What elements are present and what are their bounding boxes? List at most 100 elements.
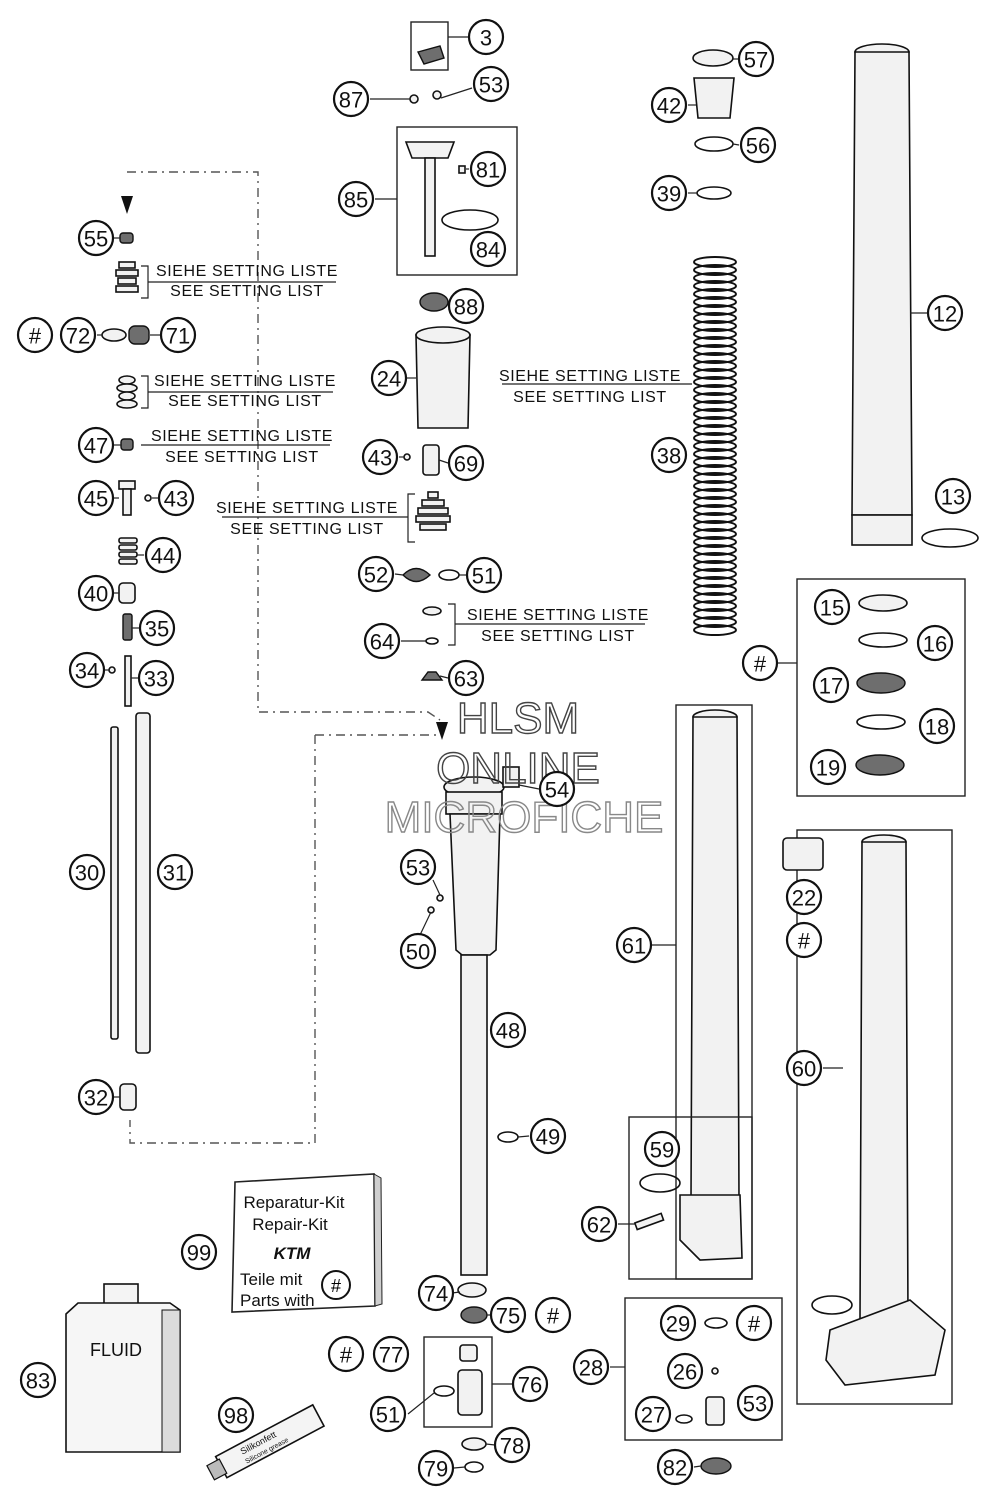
callout-c52[interactable]: 52 bbox=[357, 555, 395, 593]
part-17 bbox=[856, 672, 906, 694]
callout-c48[interactable]: 48 bbox=[489, 1011, 527, 1049]
callout-c55[interactable]: 55 bbox=[77, 219, 115, 257]
callout-c64[interactable]: 64 bbox=[363, 622, 401, 660]
callout-c29h[interactable]: # bbox=[735, 1304, 773, 1342]
callout-c3[interactable]: 3 bbox=[467, 18, 505, 56]
callout-c32[interactable]: 32 bbox=[77, 1078, 115, 1116]
part-85-cap bbox=[404, 141, 456, 159]
callout-c27[interactable]: 27 bbox=[634, 1395, 672, 1433]
setting-note-1: SIEHE SETTING LISTE SEE SETTING LIST bbox=[141, 263, 337, 300]
callout-c75[interactable]: 75 bbox=[489, 1296, 527, 1334]
callout-c85[interactable]: 85 bbox=[337, 180, 375, 218]
spring-coil bbox=[693, 352, 737, 364]
callout-c30[interactable]: 30 bbox=[68, 853, 106, 891]
callout-c98[interactable]: 98 bbox=[217, 1396, 255, 1434]
callout-c38[interactable]: 38 bbox=[650, 436, 688, 474]
callout-c72h[interactable]: # bbox=[16, 316, 54, 354]
kit-line-2: Repair-Kit bbox=[252, 1215, 328, 1234]
callout-label: 22 bbox=[792, 886, 816, 911]
callout-c56[interactable]: 56 bbox=[739, 126, 777, 164]
callout-c51b[interactable]: 51 bbox=[369, 1395, 407, 1433]
callout-c63[interactable]: 63 bbox=[447, 659, 485, 697]
callout-c84[interactable]: 84 bbox=[469, 230, 507, 268]
callout-c57[interactable]: 57 bbox=[737, 40, 775, 78]
callout-c74[interactable]: 74 bbox=[417, 1274, 455, 1312]
setting-notes: SIEHE SETTING LISTE SEE SETTING LIST SIE… bbox=[141, 263, 692, 646]
callout-c79[interactable]: 79 bbox=[417, 1449, 455, 1487]
callout-c22[interactable]: 22 bbox=[785, 878, 823, 916]
callout-c19[interactable]: 19 bbox=[809, 748, 847, 786]
callout-c49[interactable]: 49 bbox=[529, 1117, 567, 1155]
callout-c83[interactable]: 83 bbox=[19, 1361, 57, 1399]
callout-c75h[interactable]: # bbox=[534, 1296, 572, 1334]
callout-c81[interactable]: 81 bbox=[469, 150, 507, 188]
spring-coil bbox=[693, 616, 737, 628]
callout-c26[interactable]: 26 bbox=[666, 1352, 704, 1390]
callout-cbh[interactable]: # bbox=[741, 644, 779, 682]
callout-c62[interactable]: 62 bbox=[580, 1205, 618, 1243]
callout-c77[interactable]: 77 bbox=[372, 1335, 410, 1373]
callout-c53b[interactable]: 53 bbox=[399, 848, 437, 886]
part-72 bbox=[101, 328, 127, 342]
callout-circle bbox=[68, 853, 106, 891]
callout-c28[interactable]: 28 bbox=[572, 1348, 610, 1386]
callout-label: 12 bbox=[933, 302, 957, 327]
callout-c43b[interactable]: 43 bbox=[157, 479, 195, 517]
callout-c42[interactable]: 42 bbox=[650, 86, 688, 124]
callout-label: 17 bbox=[819, 674, 843, 699]
callout-c18[interactable]: 18 bbox=[918, 707, 956, 745]
callout-c35[interactable]: 35 bbox=[138, 609, 176, 647]
callout-c16[interactable]: 16 bbox=[916, 624, 954, 662]
callout-c31[interactable]: 31 bbox=[156, 853, 194, 891]
callout-circle bbox=[77, 219, 115, 257]
callout-c29[interactable]: 29 bbox=[659, 1304, 697, 1342]
callout-c59[interactable]: 59 bbox=[643, 1130, 681, 1168]
callout-c45[interactable]: 45 bbox=[77, 479, 115, 517]
callout-c53c[interactable]: 53 bbox=[736, 1384, 774, 1422]
callout-c34[interactable]: 34 bbox=[68, 651, 106, 689]
callout-c82[interactable]: 82 bbox=[656, 1448, 694, 1486]
callout-c77h[interactable]: # bbox=[327, 1335, 365, 1373]
left-cartridge-parts bbox=[101, 232, 152, 1111]
callout-circle bbox=[643, 1130, 681, 1168]
callout-circle bbox=[157, 479, 195, 517]
callout-circle bbox=[493, 1426, 531, 1464]
callout-c54[interactable]: 54 bbox=[538, 770, 576, 808]
callout-c72[interactable]: 72 bbox=[59, 316, 97, 354]
callout-c50[interactable]: 50 bbox=[399, 932, 437, 970]
callout-c15[interactable]: 15 bbox=[813, 588, 851, 626]
callout-label: 53 bbox=[406, 856, 430, 881]
callout-c22h[interactable]: # bbox=[785, 921, 823, 959]
callout-c44[interactable]: 44 bbox=[144, 536, 182, 574]
callout-c51a[interactable]: 51 bbox=[465, 556, 503, 594]
callout-c60[interactable]: 60 bbox=[785, 1049, 823, 1087]
callout-c99[interactable]: 99 bbox=[180, 1233, 218, 1271]
center-top-parts bbox=[396, 21, 518, 681]
callout-c88[interactable]: 88 bbox=[447, 287, 485, 325]
callout-label: 63 bbox=[454, 667, 478, 692]
callout-c39[interactable]: 39 bbox=[650, 174, 688, 212]
callout-c76[interactable]: 76 bbox=[511, 1365, 549, 1403]
setting-note-2-en: SEE SETTING LIST bbox=[168, 393, 322, 410]
callout-c33[interactable]: 33 bbox=[137, 659, 175, 697]
callout-c71[interactable]: 71 bbox=[159, 316, 197, 354]
callout-c53a[interactable]: 53 bbox=[472, 65, 510, 103]
callout-c12[interactable]: 12 bbox=[926, 294, 964, 332]
callout-c69[interactable]: 69 bbox=[447, 444, 485, 482]
callout-circle bbox=[363, 622, 401, 660]
part-48-rod bbox=[460, 954, 488, 1276]
callout-c13[interactable]: 13 bbox=[934, 477, 972, 515]
part-53a bbox=[432, 90, 442, 100]
callout-c61[interactable]: 61 bbox=[615, 926, 653, 964]
part-29 bbox=[704, 1317, 728, 1329]
callout-c17[interactable]: 17 bbox=[812, 666, 850, 704]
callout-label: 57 bbox=[744, 48, 768, 73]
callout-c87[interactable]: 87 bbox=[332, 80, 370, 118]
callout-c47[interactable]: 47 bbox=[77, 426, 115, 464]
setting-note-3-de: SIEHE SETTING LISTE bbox=[151, 428, 333, 445]
callout-c78[interactable]: 78 bbox=[493, 1426, 531, 1464]
callout-circle bbox=[916, 624, 954, 662]
callout-c40[interactable]: 40 bbox=[77, 574, 115, 612]
callout-c24[interactable]: 24 bbox=[370, 359, 408, 397]
callout-c43a[interactable]: 43 bbox=[361, 438, 399, 476]
